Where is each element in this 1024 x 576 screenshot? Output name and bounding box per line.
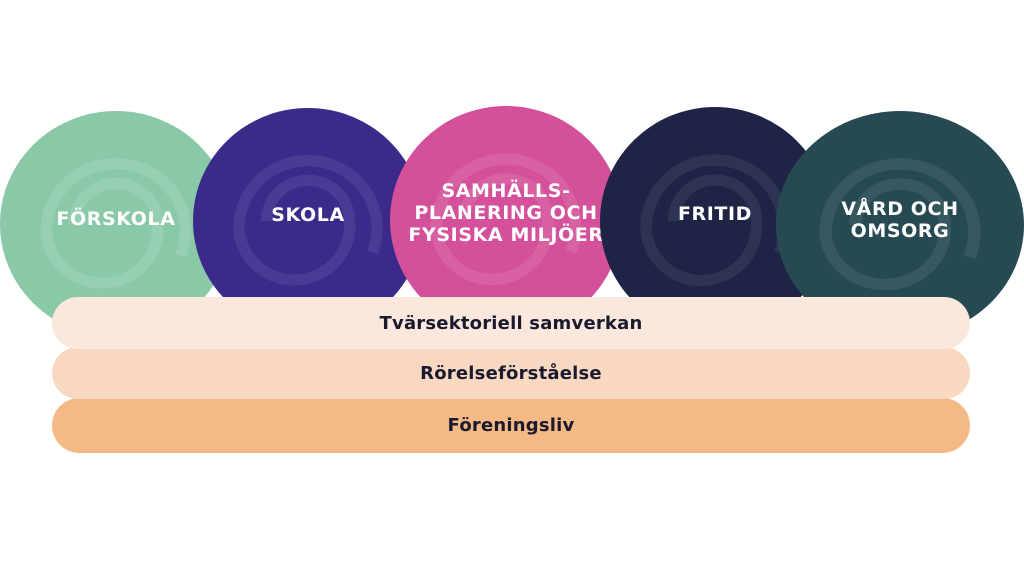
circle-label: SAMHÄLLS- PLANERING OCH FYSISKA MILJÖER — [408, 180, 604, 246]
circle-label: FÖRSKOLA — [56, 208, 176, 230]
circle-label: SKOLA — [271, 204, 345, 226]
circle-skola: SKOLA — [193, 108, 423, 334]
circle-label: VÅRD OCH OMSORG — [841, 198, 959, 242]
band-tvarsektoriell-samverkan: Tvärsektoriell samverkan — [52, 297, 970, 349]
circle-label: FRITID — [677, 203, 753, 225]
band-rorelseforstaelse: Rörelseförståelse — [52, 347, 970, 399]
band-foreningsliv: Föreningsliv — [52, 398, 970, 453]
circle-samhallsplanering: SAMHÄLLS- PLANERING OCH FYSISKA MILJÖER — [390, 106, 622, 334]
